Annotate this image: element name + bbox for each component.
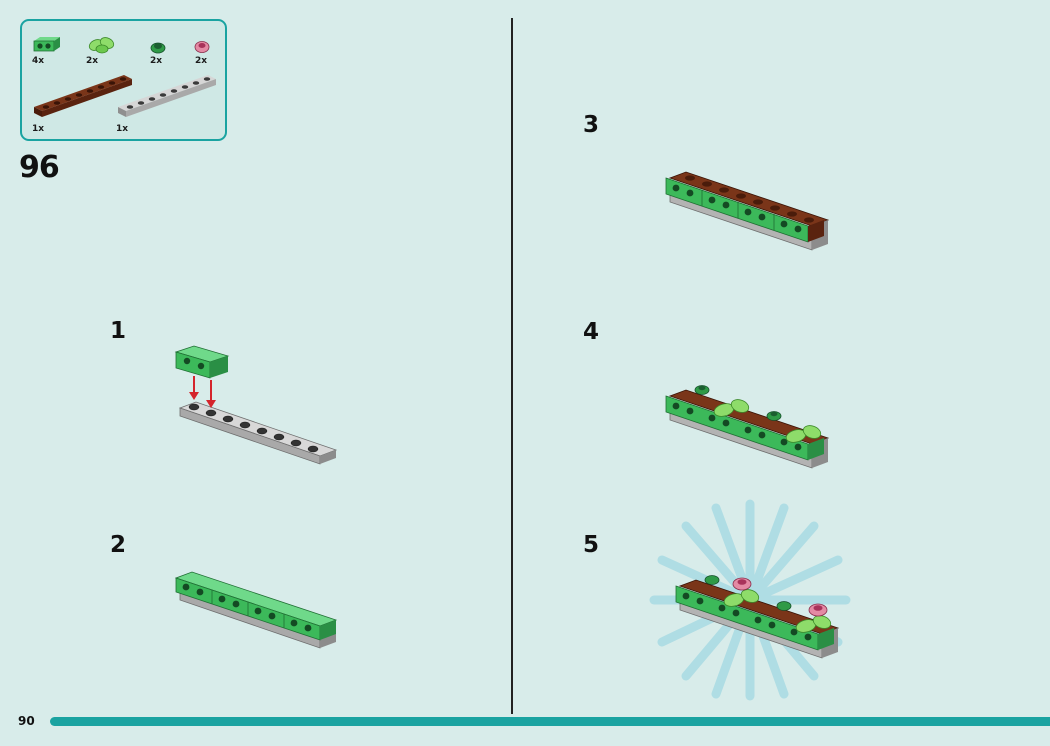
- parts-list-panel: 4x 2x 2x 2x 1x: [20, 19, 227, 141]
- green-round-plate-part: [150, 42, 166, 54]
- footer-bar: [50, 717, 1050, 726]
- step-number: 96: [19, 150, 60, 185]
- substep-label-5: 5: [583, 532, 600, 558]
- step-2-illustration: [174, 571, 338, 649]
- substep-label-1: 1: [110, 318, 127, 344]
- step-5-illustration: [649, 499, 851, 701]
- step-4-illustration: [665, 385, 830, 469]
- part-qty: 1x: [32, 124, 45, 134]
- part-qty: 2x: [195, 56, 208, 66]
- green-leaves-part: [88, 37, 115, 54]
- page-number: 90: [18, 714, 35, 728]
- substep-label-3: 3: [583, 112, 600, 138]
- gray-plate-part: [118, 75, 216, 117]
- substep-label-2: 2: [110, 532, 127, 558]
- pink-flower-part: [194, 41, 210, 53]
- green-bracket-part: [33, 37, 60, 52]
- page-divider: [511, 18, 513, 714]
- step-3-illustration: [665, 171, 830, 251]
- step-1-illustration: [174, 345, 338, 465]
- substep-label-4: 4: [583, 319, 600, 345]
- part-qty: 4x: [32, 56, 45, 66]
- part-qty: 2x: [86, 56, 99, 66]
- part-qty: 1x: [116, 124, 129, 134]
- part-qty: 2x: [150, 56, 163, 66]
- brown-plate-part: [34, 75, 132, 117]
